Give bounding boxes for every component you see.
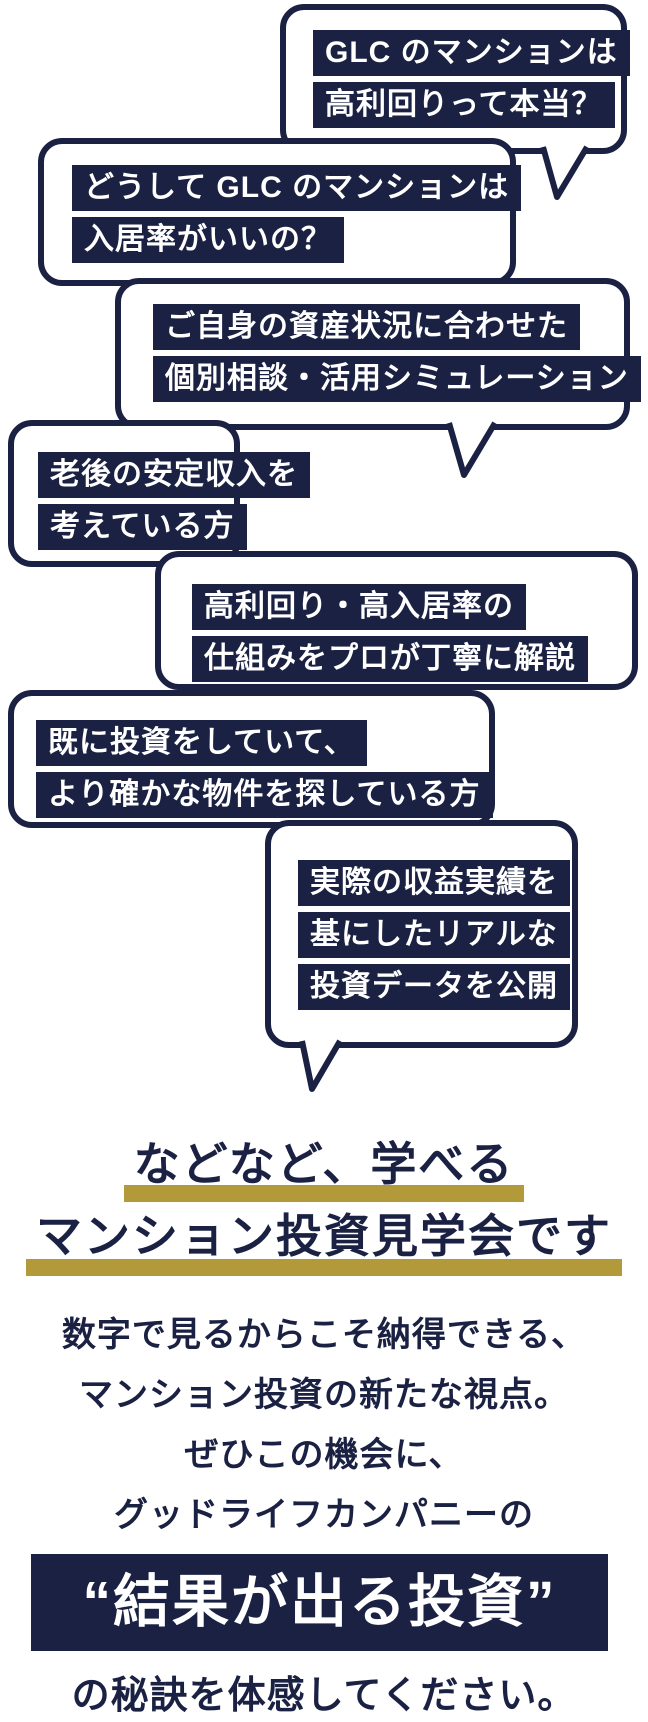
bubble-2-line-1: どうして GLC のマンションは [72,165,522,211]
bubble-1-line-2: 高利回りって本当？ [313,82,615,128]
bubble-2-line-2: 入居率がいいの？ [72,217,344,263]
closing-line-text: の秘訣を体感してください。 [71,1675,577,1717]
speech-bubble-1 [280,4,627,154]
bubble-5-line-2: 仕組みをプロが丁寧に解説 [192,636,588,682]
section-heading: などなど、学べる [0,1136,648,1202]
bubble-4-line-2: 考えている方 [38,504,247,550]
result-banner-text: “結果が出る投資” [82,1570,557,1634]
heading-line-1-text: などなど、学べる [133,1138,515,1190]
lead-paragraph: 数字で見るからこそ納得できる、 マンション投資の新たな視点。 ぜひこの機会に、 … [0,1305,648,1545]
bubble-4-line-1: 老後の安定収入を [38,452,310,498]
paragraph-line-3: ぜひこの機会に、 [184,1436,464,1474]
paragraph-line-2: マンション投資の新たな視点。 [79,1376,569,1414]
speech-bubble-3 [115,278,630,430]
bubble-1-line-1: GLC のマンションは [313,30,630,76]
speech-bubble-2 [38,138,516,286]
bubble-7-line-3: 投資データを公開 [298,964,570,1010]
bubble-6-line-1: 既に投資をしていて、 [36,720,367,766]
bubble-3-line-1: ご自身の資産状況に合わせた [153,304,580,350]
paragraph-line-4: グッドライフカンパニーの [114,1496,534,1534]
bubble-6-line-2: より確かな物件を探している方 [36,772,493,818]
bubble-7-line-1: 実際の収益実績を [298,860,570,906]
paragraph-line-1: 数字で見るからこそ納得できる、 [61,1316,587,1354]
heading-line-2: マンション投資見学会です [26,1208,622,1276]
bubble-tail-1 [540,145,590,200]
closing-line: の秘訣を体感してください。 [0,1672,648,1720]
heading-line-1: などなど、学べる [123,1136,525,1202]
bubble-5-line-1: 高利回り・高入居率の [192,584,526,630]
result-banner: “結果が出る投資” [31,1554,608,1651]
bubble-3-line-2: 個別相談・活用シミュレーション [153,356,641,402]
bubble-tail-3 [446,421,498,478]
bubble-7-line-2: 基にしたリアルな [298,912,570,958]
section-heading-line2: マンション投資見学会です [0,1208,648,1276]
bubble-tail-7 [299,1039,343,1092]
heading-line-2-text: マンション投資見学会です [36,1210,612,1262]
